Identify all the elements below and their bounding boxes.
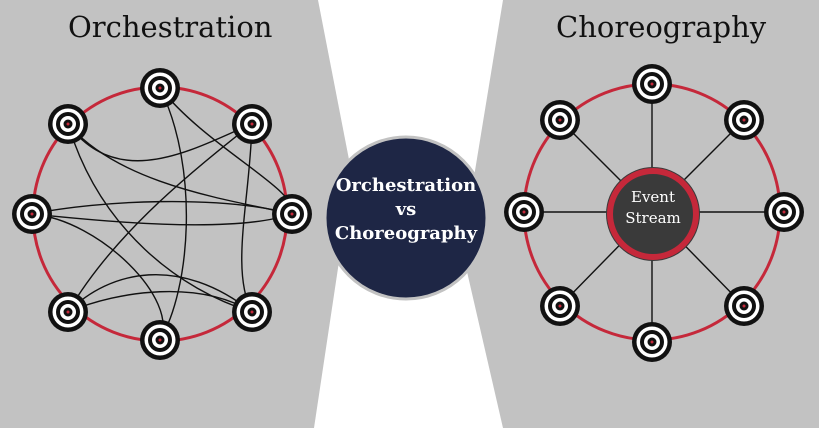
choreography-title: Choreography bbox=[556, 10, 767, 44]
orchestration-diagram bbox=[12, 68, 312, 360]
target-icon bbox=[140, 320, 180, 360]
hub-line-1: Event bbox=[631, 188, 675, 206]
badge-line-3: Choreography bbox=[334, 223, 478, 244]
orchestration-title: Orchestration bbox=[68, 10, 273, 44]
target-icon bbox=[12, 194, 52, 234]
target-icon bbox=[48, 104, 88, 144]
connection-8 bbox=[67, 123, 253, 313]
event-stream-hub bbox=[606, 167, 700, 261]
choreography-diagram bbox=[504, 64, 804, 362]
target-icon bbox=[232, 104, 272, 144]
badge-line-2: vs bbox=[395, 199, 417, 220]
connection-3 bbox=[67, 123, 253, 162]
target-icon bbox=[48, 292, 88, 332]
connection-7 bbox=[31, 213, 293, 226]
target-icon bbox=[140, 68, 180, 108]
target-icon bbox=[632, 322, 672, 362]
target-icon bbox=[504, 192, 544, 232]
badge-line-1: Orchestration bbox=[335, 175, 477, 196]
target-icon bbox=[724, 286, 764, 326]
center-badge-label: Orchestration vs Choreography bbox=[318, 174, 494, 246]
target-icon bbox=[724, 100, 764, 140]
target-icon bbox=[632, 64, 672, 104]
event-stream-label: Event Stream bbox=[608, 187, 698, 229]
connection-10 bbox=[67, 273, 253, 313]
target-icon bbox=[764, 192, 804, 232]
hub-line-2: Stream bbox=[625, 209, 681, 227]
target-icon bbox=[540, 286, 580, 326]
target-icon bbox=[540, 100, 580, 140]
target-icon bbox=[272, 194, 312, 234]
connection-4 bbox=[159, 87, 188, 341]
connection-12 bbox=[67, 290, 253, 313]
connection-2 bbox=[67, 123, 253, 313]
center-badge bbox=[323, 135, 489, 301]
target-icon bbox=[232, 292, 272, 332]
